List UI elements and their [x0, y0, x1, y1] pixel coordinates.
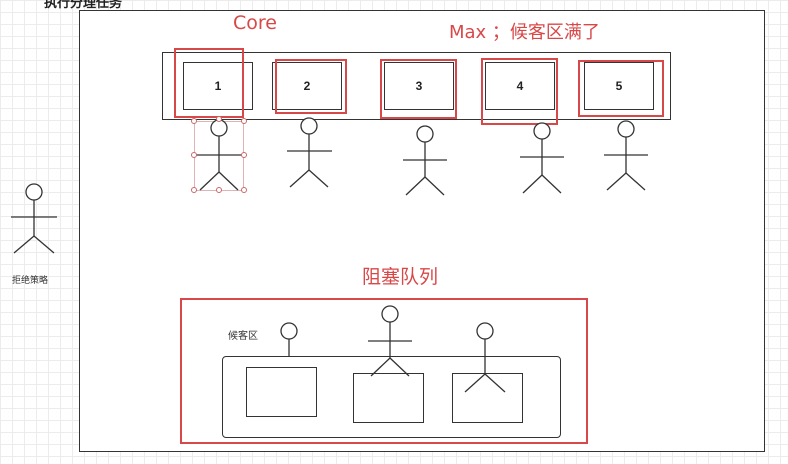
- selection-handles[interactable]: [191, 116, 247, 193]
- core-label: Core: [233, 12, 277, 34]
- waiting-area-box: [222, 356, 561, 438]
- thread-window-4: 4: [485, 62, 555, 110]
- highlight-rect-2: [275, 59, 347, 114]
- waiting-figure-2: [368, 305, 412, 377]
- reject-policy-label: 拒绝策略: [12, 276, 49, 286]
- queue-slot-3: [452, 373, 523, 423]
- customer-figure-2: [287, 117, 332, 188]
- highlight-rect-3: [380, 59, 457, 119]
- max-label: Max ；候客区满了: [449, 22, 600, 43]
- highlight-rect-4: [481, 58, 558, 125]
- thread-window-3: 3: [384, 62, 454, 110]
- core-highlight-rect: [174, 48, 244, 118]
- customer-figure-1[interactable]: [196, 119, 244, 191]
- queue-slot-1: [246, 367, 317, 417]
- thread-window-1: 1: [183, 62, 253, 110]
- cut-off-heading: 执行分理任务: [44, 0, 123, 11]
- waiting-figure-1: [280, 322, 298, 357]
- waiting-area-label: 候客区: [228, 331, 258, 342]
- thread-window-2: 2: [272, 62, 342, 110]
- blocking-queue-highlight: [180, 298, 588, 444]
- rejected-customer-figure: [11, 183, 57, 254]
- thread-pool-box: [162, 52, 671, 120]
- waiting-figure-3: [464, 322, 506, 393]
- customer-figure-5: [604, 120, 648, 191]
- thread-window-5: 5: [584, 62, 654, 110]
- highlight-rect-5: [578, 60, 664, 117]
- queue-slot-2: [353, 373, 424, 423]
- blocking-queue-label: 阻塞队列: [362, 266, 439, 288]
- customer-figure-3: [403, 125, 447, 196]
- customer-figure-4: [520, 122, 564, 194]
